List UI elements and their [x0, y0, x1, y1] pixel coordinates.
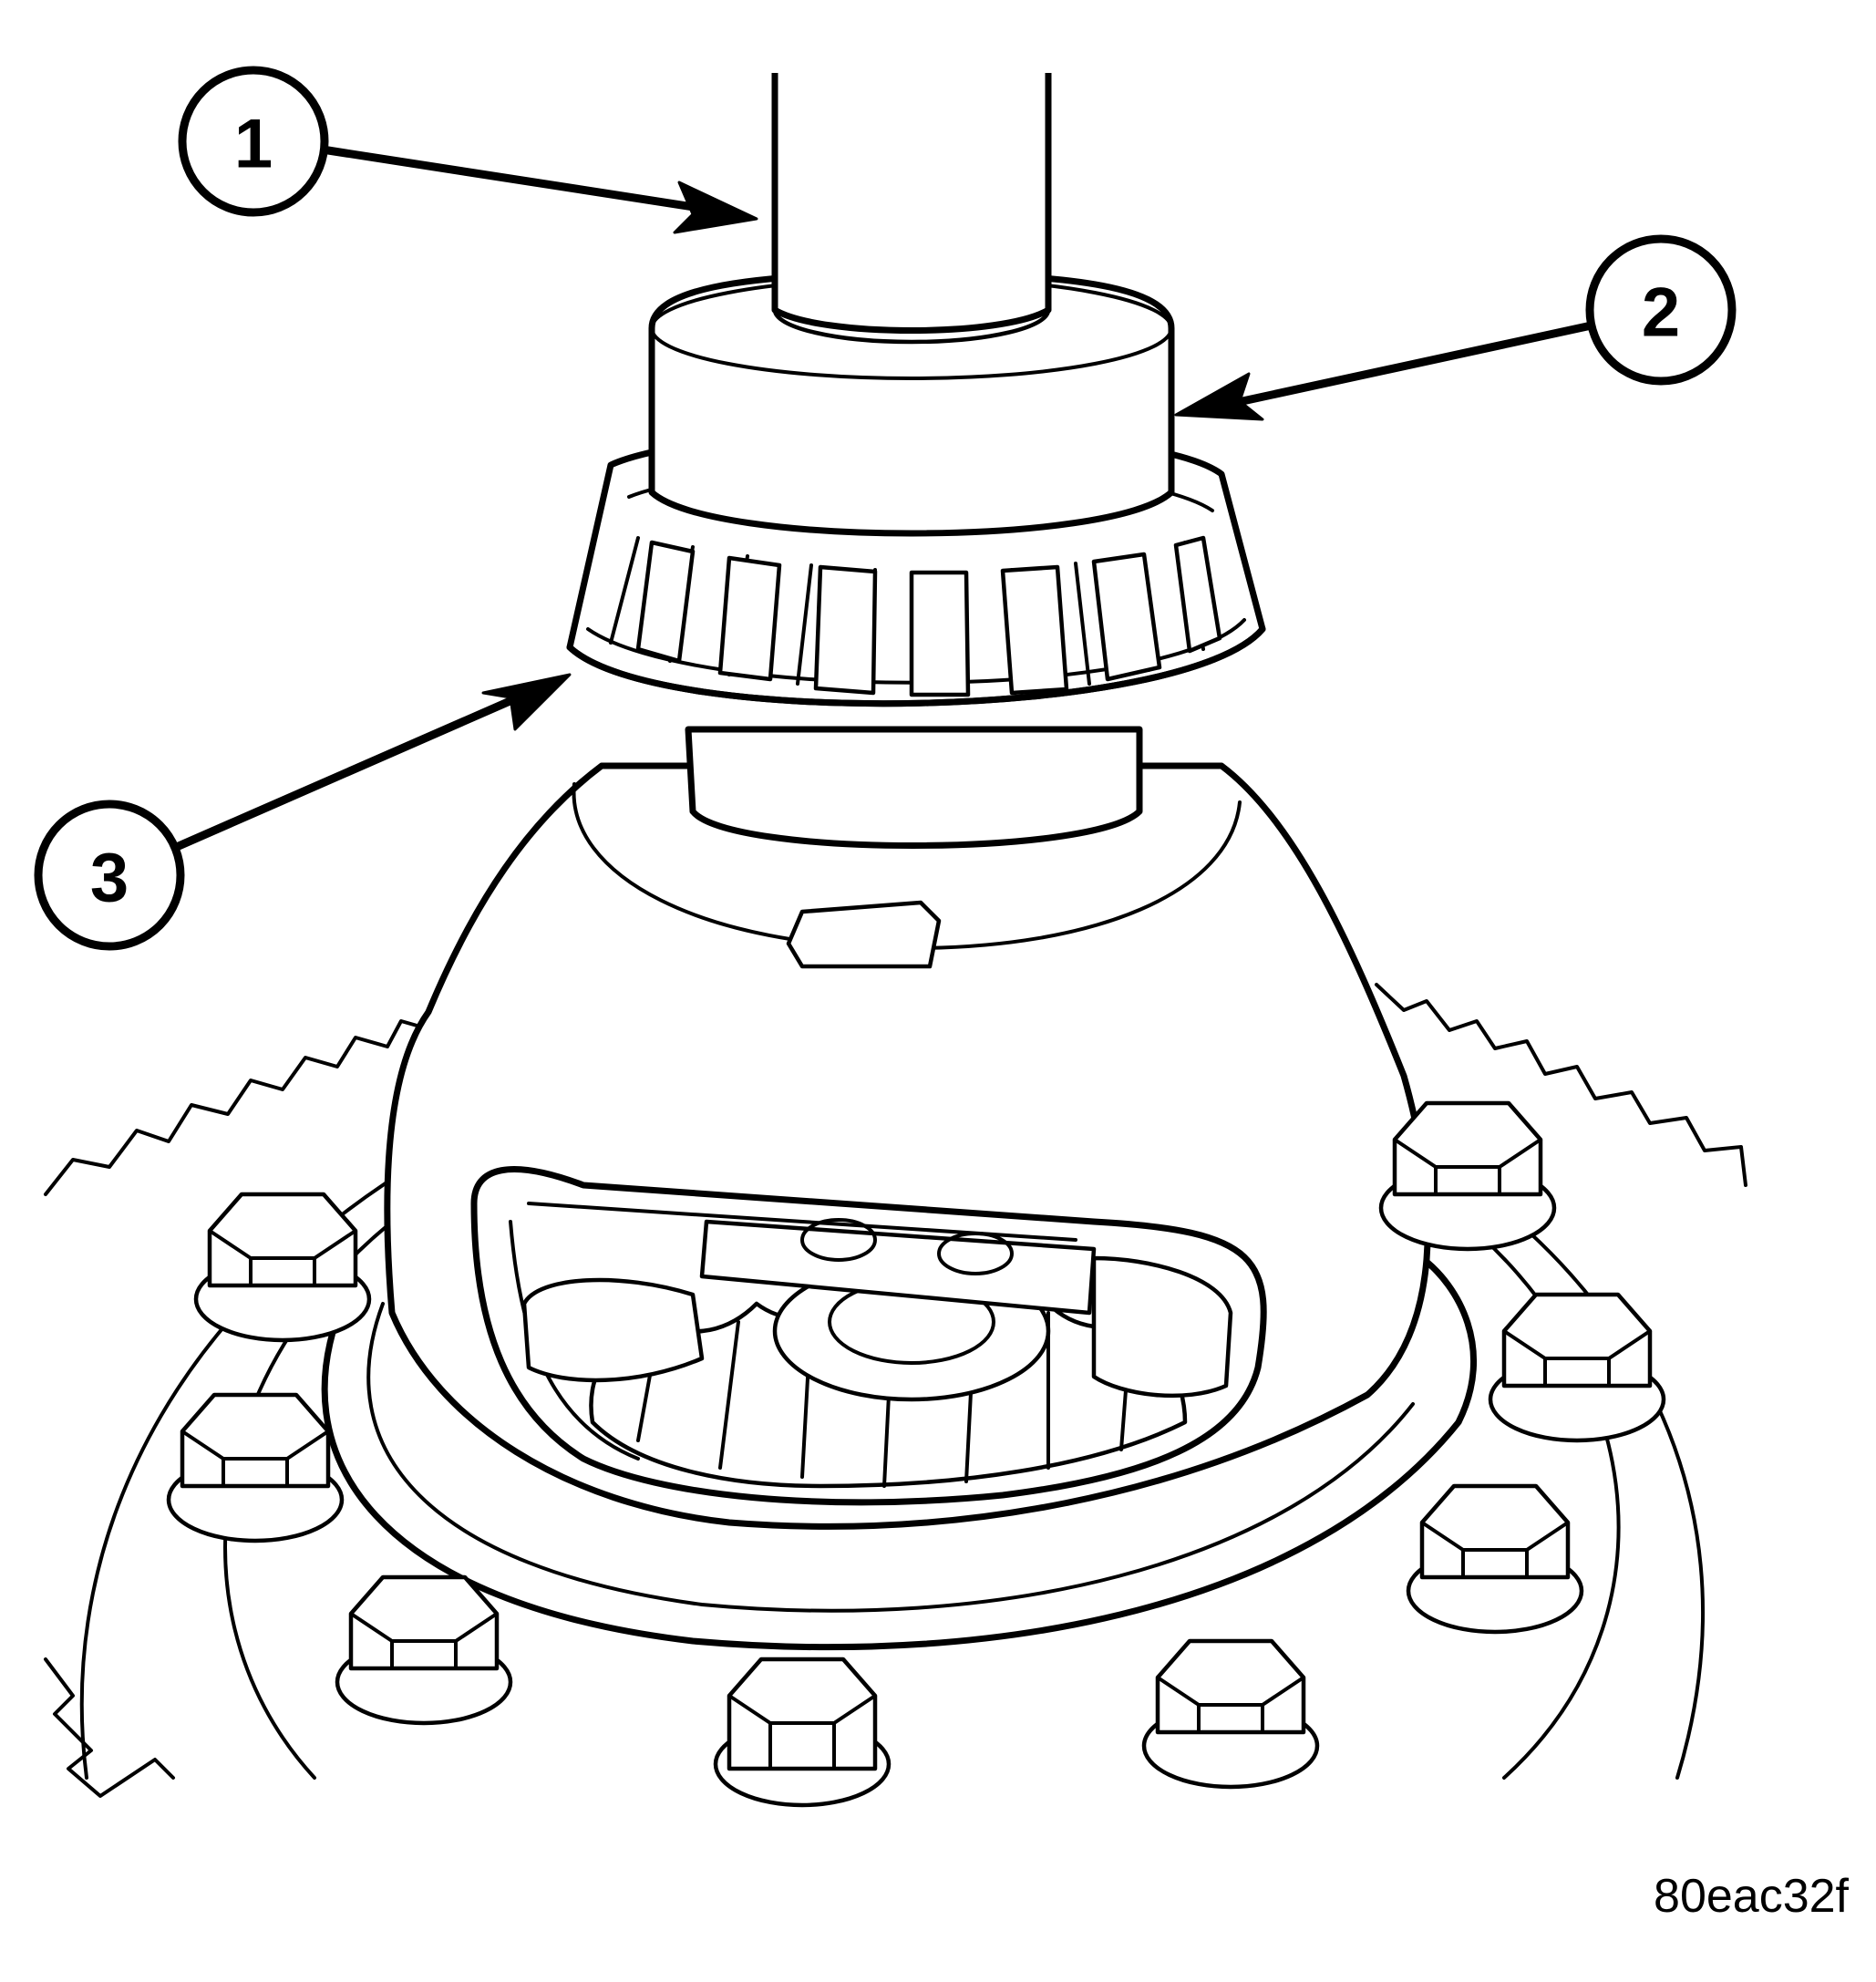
bolt: [193, 1192, 372, 1343]
figure-id: 80eac32f: [1654, 1870, 1849, 1923]
leader-line-2: [1217, 319, 1604, 410]
ring-gear-bolts: [166, 1100, 1666, 1808]
bolt: [713, 1657, 892, 1808]
bolt: [1378, 1100, 1557, 1252]
bolt: [335, 1574, 513, 1726]
bolt: [1141, 1638, 1320, 1790]
leader-line-3: [160, 688, 533, 857]
side-gear: [521, 1218, 1233, 1489]
bearing-journal: [685, 726, 1143, 849]
ring-gear-teeth-right: [1375, 983, 1747, 1187]
bolt: [1488, 1292, 1666, 1443]
callout-leaders: [160, 146, 1604, 857]
callout-3: 3: [34, 800, 185, 951]
bolt: [1406, 1483, 1584, 1635]
arrowhead-2: [1174, 372, 1264, 421]
arrowhead-3: [481, 673, 572, 731]
ring-gear-teeth-lower-left: [44, 1657, 175, 1798]
leader-line-1: [324, 146, 716, 214]
callout-label: 2: [1642, 274, 1680, 352]
callout-label: 3: [90, 840, 129, 917]
tool-handle: [771, 73, 1052, 334]
arrowhead-1: [673, 181, 758, 234]
callout-2: 2: [1585, 234, 1737, 386]
callout-1: 1: [178, 66, 329, 217]
callout-label: 1: [234, 106, 273, 183]
ring-gear-outer-rim: [79, 1120, 494, 1780]
case-flange: [321, 1254, 1477, 1651]
bolt: [166, 1392, 345, 1543]
